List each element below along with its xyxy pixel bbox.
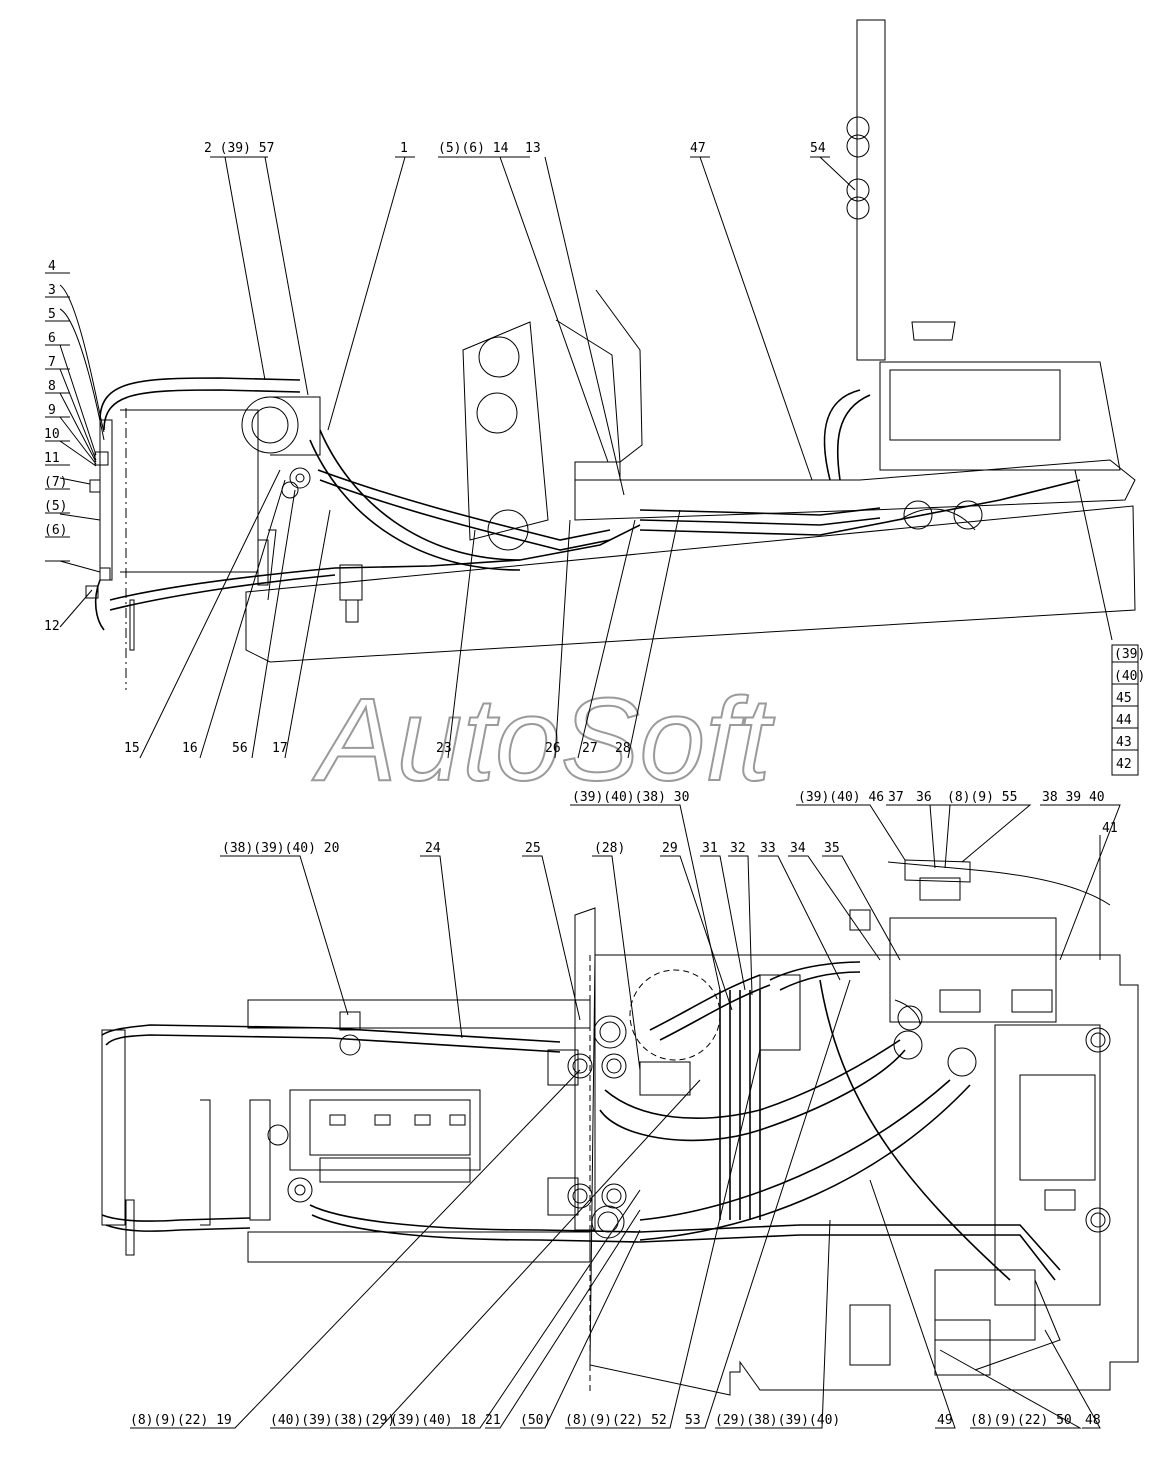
callout-label: (8)(9)(22) 52	[565, 1413, 667, 1428]
callout-label: 11	[44, 451, 60, 466]
callout-label: 10	[44, 427, 60, 442]
top-view-frame	[99, 19, 1136, 690]
callout-label: 29	[662, 841, 678, 856]
callout-label: (38)(39)(40) 20	[222, 841, 339, 856]
callout-label: (40)(39)(38)(29)	[270, 1413, 395, 1428]
vent-ring	[567, 1183, 593, 1209]
callout-label: 16	[182, 741, 198, 756]
compressor	[241, 396, 321, 456]
bottom-view-vents	[339, 1011, 1111, 1239]
callout-label: 9	[48, 403, 56, 418]
drier-bottom	[339, 1011, 361, 1056]
callout-label: 41	[1102, 821, 1118, 836]
callout-label: 54	[810, 141, 826, 156]
callout-label: (5)(6) 14	[438, 141, 509, 156]
callout-label: 27	[582, 741, 598, 756]
callout-label: (8)(9)(22) 50	[970, 1413, 1072, 1428]
callout-label: (28)	[594, 841, 625, 856]
fitting	[289, 467, 311, 489]
top-view-hoses	[94, 377, 1081, 631]
watermark: AutoSoft	[312, 674, 775, 806]
callout-label: 15	[124, 741, 140, 756]
callout-label: 25	[525, 841, 541, 856]
callout-label: 43	[1116, 735, 1132, 750]
callout-label: 32	[730, 841, 746, 856]
callout-label: 12	[44, 619, 60, 634]
clamp	[85, 585, 99, 599]
callout-label: 3	[48, 283, 56, 298]
callout-label: 48	[1085, 1413, 1101, 1428]
vent-ring	[1085, 1207, 1111, 1233]
vent-ring	[601, 1053, 627, 1079]
callout-label: 49	[937, 1413, 953, 1428]
callout-label: (8)(9)(22) 19	[130, 1413, 232, 1428]
top-view-leaders	[45, 156, 1139, 776]
callout-label: (40)	[1114, 669, 1145, 684]
callout-label: 7	[48, 355, 56, 370]
callout-label: 23	[436, 741, 452, 756]
callout-label: 45	[1116, 691, 1132, 706]
top-view-callouts: 2 (39) 57 1 (5)(6) 14 13 47 54 4 3 5 6 7…	[44, 141, 1145, 772]
callout-label: 56	[232, 741, 248, 756]
bottom-view-leaders	[130, 804, 1121, 1429]
callout-label: 24	[425, 841, 441, 856]
bottom-view-callouts: (38)(39)(40) 20 24 25 (28) (39)(40)(38) …	[130, 790, 1118, 1428]
callout-label: (39)(40)(38) 30	[572, 790, 689, 805]
clamp	[94, 451, 109, 466]
callout-label: 34	[790, 841, 806, 856]
bottom-view-engine	[249, 1089, 481, 1221]
callout-label: 44	[1116, 713, 1132, 728]
callout-label: 42	[1116, 757, 1132, 772]
callout-label: 38 39 40	[1042, 790, 1105, 805]
vent-ring	[593, 1015, 627, 1049]
vent-ring	[601, 1183, 627, 1209]
stack-ring	[846, 116, 870, 158]
callout-label: 17	[272, 741, 288, 756]
bottom-view-hoses	[101, 859, 1111, 1376]
callout-label: 13	[525, 141, 541, 156]
callout-label: (50)	[520, 1413, 551, 1428]
callout-label: 28	[615, 741, 631, 756]
vent-ring	[1085, 1027, 1111, 1053]
fitting	[281, 481, 299, 499]
vent-ring	[567, 1053, 593, 1079]
stack-ring	[846, 178, 870, 220]
callout-label: 1	[400, 141, 408, 156]
callout-label: (39)	[1114, 647, 1145, 662]
callout-label: 36	[916, 790, 932, 805]
callout-label: (8)(9) 55	[947, 790, 1017, 805]
bottom-view-frame	[101, 907, 1139, 1396]
callout-label: 5	[48, 307, 56, 322]
callout-label: 4	[48, 259, 56, 274]
callout-label: 47	[690, 141, 706, 156]
callout-label: 6	[48, 331, 56, 346]
callout-label: 33	[760, 841, 776, 856]
callout-label: 8	[48, 379, 56, 394]
callout-label: (6)	[44, 523, 67, 538]
drier	[339, 564, 363, 623]
callout-label: 21	[485, 1413, 501, 1428]
callout-label: (29)(38)(39)(40)	[715, 1413, 840, 1428]
callout-label: 26	[545, 741, 561, 756]
callout-label: (39)(40) 18	[390, 1413, 476, 1428]
clamp	[99, 567, 111, 581]
callout-label: 35	[824, 841, 840, 856]
callout-label: 31	[702, 841, 718, 856]
top-view-components	[85, 396, 363, 623]
callout-label: (5)	[44, 499, 67, 514]
callout-label: 37	[888, 790, 904, 805]
callout-label: (7)	[44, 475, 67, 490]
callout-label: (39)(40) 46	[798, 790, 884, 805]
clamp	[89, 479, 101, 493]
vent-ring	[591, 1205, 625, 1239]
callout-label: 53	[685, 1413, 701, 1428]
callout-label: 2 (39) 57	[204, 141, 274, 156]
